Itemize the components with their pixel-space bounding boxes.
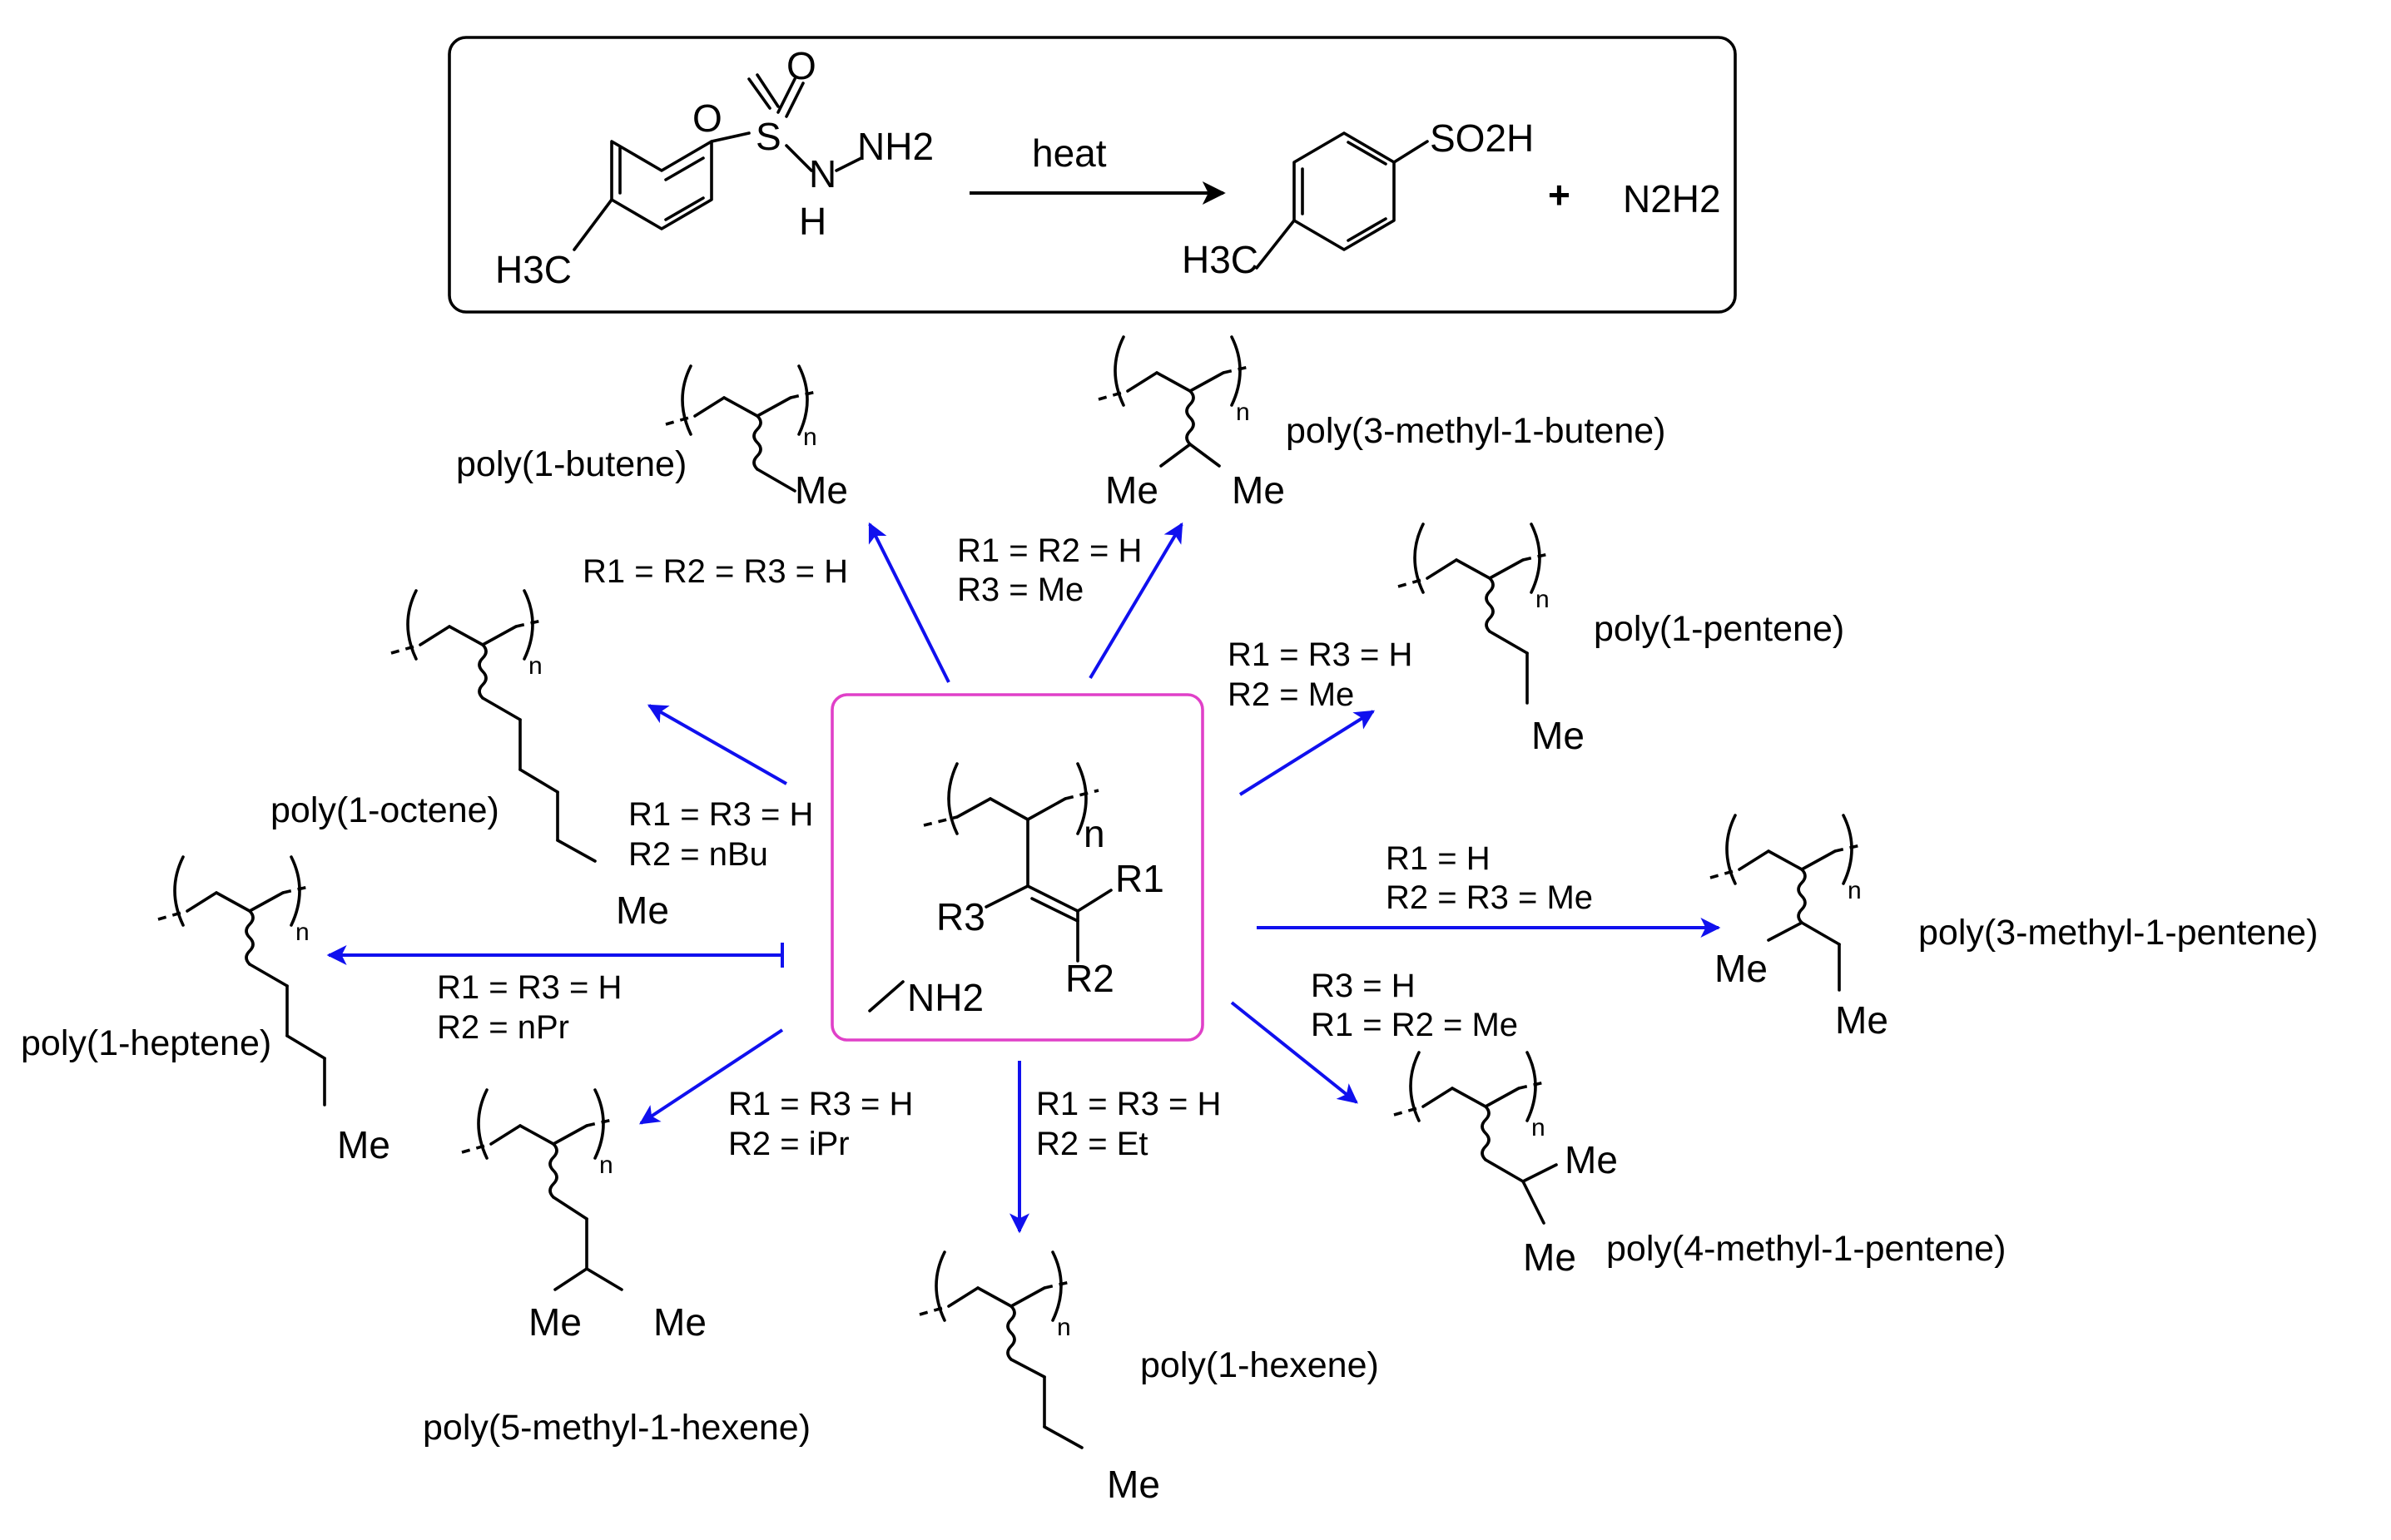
cond-heptene-1: R1 = R3 = H: [437, 969, 622, 1006]
so2h-label: SO2H: [1430, 116, 1534, 160]
cond-methylpentene3-2: R2 = R3 = Me: [1386, 879, 1593, 916]
poly-1-octene-structure: n Me: [390, 589, 669, 932]
arrow-to-methylbutene: [1089, 522, 1183, 680]
cond-methylhexene-2: R2 = iPr: [728, 1126, 850, 1162]
poly-1-hexene-name: poly(1-hexene): [1140, 1345, 1379, 1385]
poly-1-butene-name: poly(1-butene): [456, 444, 687, 484]
cond-heptene-2: R2 = nPr: [437, 1009, 569, 1046]
cond-methylpentene4-1: R3 = H: [1311, 968, 1416, 1004]
cond-octene-2: R2 = nBu: [628, 836, 768, 873]
methylbutene-me-label-2: Me: [1232, 468, 1285, 512]
oxygen-top-label: O: [786, 44, 816, 87]
poly-1-heptene-name: poly(1-heptene): [21, 1023, 271, 1063]
center-r1-label: R1: [1115, 857, 1164, 900]
methylbutene-me-label-1: Me: [1105, 468, 1158, 512]
poly-1-hexene-structure: n Me: [919, 1250, 1160, 1506]
methyl-label: H3C: [495, 248, 572, 291]
oxygen-left-label: O: [692, 97, 722, 140]
poly-3-methyl-1-pentene-name: poly(3-methyl-1-pentene): [1918, 913, 2318, 953]
cond-methylbutene-1: R1 = R2 = H: [957, 532, 1142, 569]
hydrogen-label: H: [799, 200, 826, 243]
hexene-me-label: Me: [1107, 1463, 1160, 1506]
poly-4-methyl-1-pentene-structure: n Me Me: [1393, 1051, 1618, 1279]
svg-text:n: n: [1057, 1314, 1071, 1341]
heat-label: heat: [1032, 131, 1107, 175]
cond-methylhexene-1: R1 = R3 = H: [728, 1086, 913, 1122]
diimide-label: N2H2: [1623, 177, 1721, 220]
diimide-generation-box: O O S N NH2 H H3C heat SO2H H3C + N2H2: [448, 36, 1737, 314]
center-r2-label: R2: [1065, 957, 1114, 1000]
nh2-label: NH2: [857, 125, 934, 168]
center-nh2-label: NH2: [907, 976, 984, 1019]
center-highlight-frame: [831, 693, 1204, 1042]
svg-text:n: n: [803, 423, 817, 451]
methylpentene4-me-label-2: Me: [1523, 1235, 1576, 1279]
tosylhydrazide-structure: O O S N NH2 H H3C: [495, 44, 934, 291]
methylpentene3-me-label-1: Me: [1714, 947, 1768, 990]
svg-text:n: n: [1531, 1114, 1545, 1141]
butene-me-label: Me: [795, 468, 848, 512]
sulfinic-acid-structure: SO2H H3C: [1182, 116, 1534, 281]
central-polymer-box: n R1 R2 R3 NH2: [831, 693, 1204, 1042]
poly-1-pentene-name: poly(1-pentene): [1594, 609, 1844, 649]
cond-methylbutene-2: R3 = Me: [957, 572, 1084, 608]
reaction-conditions: R1 = R2 = R3 = H R1 = R2 = H R3 = Me R1 …: [437, 532, 1593, 1162]
cond-methylpentene3-1: R1 = H: [1386, 840, 1491, 877]
reaction-arrows: [326, 522, 1721, 1234]
methylhexene-me-label-1: Me: [528, 1300, 582, 1344]
poly-1-heptene-structure: n Me: [157, 855, 390, 1166]
poly-1-butene-structure: n Me: [665, 364, 848, 512]
cond-methylpentene4-2: R1 = R2 = Me: [1311, 1007, 1518, 1043]
cond-hexene-1: R1 = R3 = H: [1036, 1086, 1221, 1122]
poly-3-methyl-1-pentene-structure: n Me Me: [1709, 814, 1888, 1042]
poly-3-methyl-1-butene-name: poly(3-methyl-1-butene): [1286, 411, 1665, 451]
arrow-to-methylhexene: [638, 1028, 784, 1125]
poly-4-methyl-1-pentene-name: poly(4-methyl-1-pentene): [1606, 1229, 2006, 1269]
cond-pentene-1: R1 = R3 = H: [1228, 636, 1412, 673]
cond-hexene-2: R2 = Et: [1036, 1126, 1148, 1162]
svg-text:n: n: [295, 919, 310, 946]
heptene-me-label: Me: [337, 1123, 390, 1166]
methylhexene-me-label-2: Me: [653, 1300, 707, 1344]
nitrogen-label: N: [809, 152, 836, 196]
poly-1-pentene-structure: n Me: [1397, 522, 1585, 757]
cond-butene-1: R1 = R2 = R3 = H: [583, 553, 848, 590]
product-methyl-label: H3C: [1182, 238, 1258, 281]
center-r3-label: R3: [936, 895, 985, 938]
methylpentene3-me-label-2: Me: [1835, 998, 1888, 1042]
plus-sign: +: [1548, 173, 1570, 216]
poly-5-methyl-1-hexene-name: poly(5-methyl-1-hexene): [423, 1408, 811, 1448]
poly-1-octene-name: poly(1-octene): [270, 790, 499, 830]
poly-5-methyl-1-hexene-structure: n Me Me: [461, 1088, 707, 1344]
svg-text:n: n: [1848, 877, 1862, 904]
cond-octene-1: R1 = R3 = H: [628, 796, 813, 833]
sulfur-label: S: [756, 115, 781, 158]
pentene-me-label: Me: [1531, 714, 1585, 757]
methylpentene4-me-label-1: Me: [1565, 1138, 1618, 1181]
center-n-label: n: [1084, 812, 1105, 855]
octene-me-label: Me: [616, 889, 669, 932]
arrow-to-pentene: [1238, 710, 1376, 796]
svg-text:n: n: [528, 652, 543, 680]
cond-pentene-2: R2 = Me: [1228, 676, 1354, 713]
svg-text:n: n: [1236, 399, 1250, 426]
arrow-to-methylpentene4: [1230, 1001, 1358, 1104]
arrow-to-octene: [647, 704, 787, 785]
svg-text:n: n: [599, 1151, 613, 1179]
poly-3-methyl-1-butene-structure: n Me Me: [1098, 335, 1285, 512]
svg-text:n: n: [1535, 586, 1550, 613]
arrow-to-butene: [868, 522, 950, 683]
